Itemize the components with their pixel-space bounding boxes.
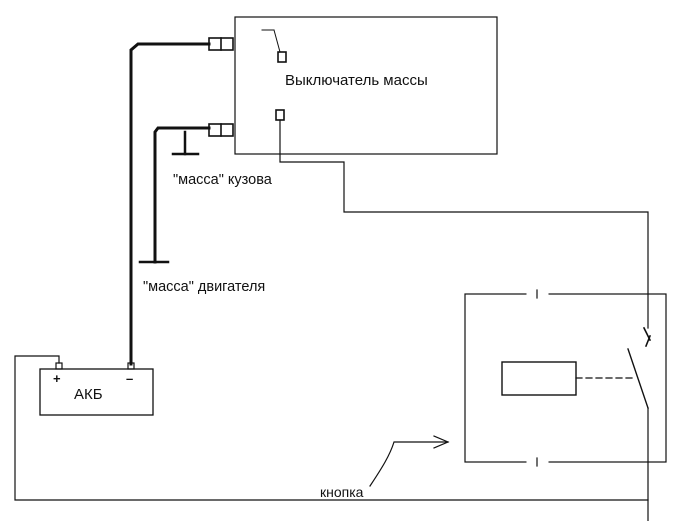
switch-label: Выключатель массы	[285, 72, 428, 89]
switch-terminal-bottom	[275, 109, 285, 121]
relay-contact	[627, 348, 649, 409]
button-arrowhead	[433, 435, 450, 449]
body-ground-label: "масса" кузова	[173, 172, 273, 188]
wire-battery-minus	[129, 42, 211, 366]
button-pointer	[369, 441, 449, 487]
battery-minus-sign: –	[126, 371, 133, 386]
switch-terminal-top	[277, 51, 287, 63]
battery-terminal-plus	[55, 362, 63, 370]
wire-switch-to-relay	[279, 119, 649, 329]
engine-ground-label: "масса" двигателя	[143, 279, 265, 295]
relay-coil	[501, 361, 577, 396]
wire-engine-ground	[153, 126, 211, 264]
battery-label: АКБ	[74, 386, 103, 403]
button-label: кнопка	[320, 484, 364, 500]
wire-battery-plus	[14, 355, 649, 501]
battery-terminal-minus	[127, 362, 135, 370]
battery-plus-sign: +	[53, 371, 61, 386]
relay-box	[464, 293, 667, 463]
battery-box	[39, 368, 154, 416]
switch-box	[234, 16, 498, 155]
